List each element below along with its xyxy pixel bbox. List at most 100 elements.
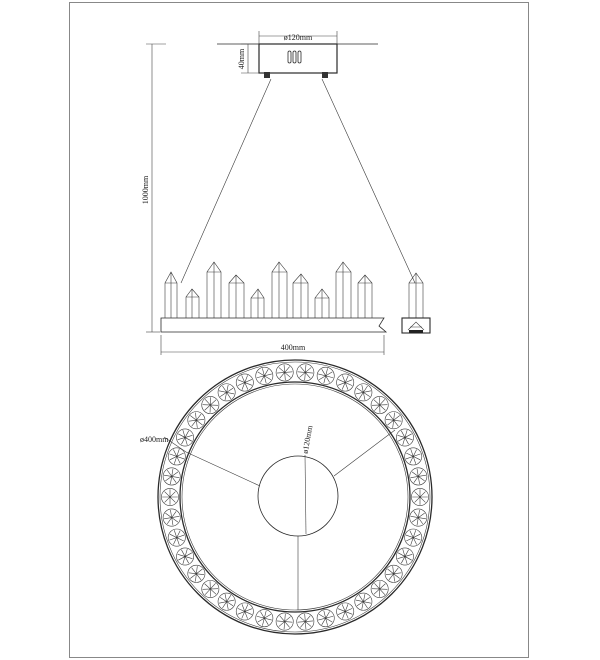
crystal-prism xyxy=(335,261,352,318)
crystal-facets xyxy=(256,610,272,626)
crystal-rosette xyxy=(187,564,206,583)
center-diameter-dimension xyxy=(304,454,307,535)
suspension-cable-left xyxy=(180,78,272,284)
crystal-facets xyxy=(276,613,293,630)
crystal-facets xyxy=(318,368,334,384)
crystal-rosette xyxy=(201,396,220,414)
crystal-facets xyxy=(397,548,413,564)
crystal-rosette xyxy=(404,447,423,466)
crystal-facets xyxy=(164,468,180,485)
side-elevation: ø120mm 40mm 1000mm xyxy=(141,31,431,355)
crystal-facets xyxy=(318,610,334,626)
crystal-ring xyxy=(161,363,429,631)
crystal-rosette xyxy=(336,373,355,392)
crystal-facets xyxy=(410,468,426,485)
crystal-facets xyxy=(218,594,235,610)
canopy-slot xyxy=(292,50,297,64)
center-canopy xyxy=(257,455,339,537)
crystal-facets xyxy=(355,594,372,610)
crystal-facets xyxy=(371,397,388,413)
support-arm xyxy=(185,451,261,487)
crystal-prism xyxy=(292,273,309,318)
ring-diameter-label: ø400mm xyxy=(140,435,169,444)
crystal-facets xyxy=(397,430,413,446)
crystal-prism xyxy=(314,288,330,318)
crystal-facets xyxy=(297,613,314,630)
crystal-facets xyxy=(188,412,205,428)
crystal-rosette xyxy=(396,428,414,447)
ring-inner-inner-edge xyxy=(181,383,409,611)
ring-outer-inner-edge xyxy=(159,361,431,633)
crystal-rosette xyxy=(316,366,335,385)
crystal-facets xyxy=(237,604,253,619)
crystal-rosette xyxy=(354,383,373,402)
crystal-facets xyxy=(177,430,193,446)
crystal-facets xyxy=(177,548,193,564)
support-arm xyxy=(333,429,396,477)
crystal-rosette xyxy=(161,488,179,506)
center-diameter-label: ø120mm xyxy=(301,424,315,454)
crystal-prism xyxy=(250,288,265,318)
crystal-facets xyxy=(162,489,178,505)
crystal-facets xyxy=(202,397,219,413)
crystal-rosette xyxy=(404,528,423,547)
crystal-rosette xyxy=(235,602,254,621)
canopy-slot xyxy=(297,50,302,64)
crystal-rosette xyxy=(296,612,315,631)
crystal-rosette xyxy=(167,528,186,547)
crystal-rosette xyxy=(384,411,403,430)
crystal-facets xyxy=(256,368,272,384)
crystal-facets xyxy=(405,448,421,464)
crystal-facets xyxy=(276,364,293,381)
crystal-rosette xyxy=(162,508,181,527)
canopy-slot xyxy=(287,50,292,64)
ceiling-canopy xyxy=(258,43,338,74)
suspension-cable-right xyxy=(321,78,416,284)
crystal-prism xyxy=(228,274,245,318)
crystal-facets xyxy=(237,375,253,390)
ring-section-detail xyxy=(401,272,431,334)
ring-diameter-leader xyxy=(163,436,187,453)
crystal-rosette xyxy=(296,363,315,382)
crystal-rosette xyxy=(235,373,254,392)
crystal-rosette xyxy=(176,547,194,566)
crystal-facets xyxy=(385,412,402,428)
crystal-facets xyxy=(169,530,185,546)
crystal-facets xyxy=(297,364,314,381)
crystal-rosette xyxy=(167,447,186,466)
ring-outer-edge xyxy=(157,359,433,635)
crystal-prism xyxy=(271,261,288,318)
crystal-rosette xyxy=(384,564,403,583)
drop-length-label: 1000mm xyxy=(141,175,150,204)
crystal-rosette xyxy=(336,602,355,621)
crystal-rosette xyxy=(217,383,236,402)
crystal-rosette xyxy=(316,609,335,628)
crystal-rosette xyxy=(354,592,373,611)
canopy-diameter-label: ø120mm xyxy=(284,33,313,42)
crystal-facets xyxy=(337,604,353,619)
crystal-rosette xyxy=(275,363,294,382)
crystal-rosette xyxy=(409,508,428,527)
crystal-prism xyxy=(185,288,200,318)
crystal-facets xyxy=(355,384,372,400)
crystal-rosette xyxy=(176,428,194,447)
led-module xyxy=(407,321,425,331)
crystal-facets xyxy=(412,489,428,505)
crystal-rosette xyxy=(255,366,274,385)
crystal-rosette xyxy=(370,396,389,414)
crystal-facets xyxy=(405,530,421,546)
crystal-rosette xyxy=(162,467,181,486)
crystal-rosette xyxy=(255,609,274,628)
crystal-facets xyxy=(337,375,353,390)
ring-base xyxy=(160,317,388,333)
crystal-rosette xyxy=(187,411,206,430)
canopy-height-label: 40mm xyxy=(237,48,246,69)
crystal-rosette xyxy=(201,580,220,598)
ring-width-label: 400mm xyxy=(281,343,306,352)
crystal-prism xyxy=(164,271,178,318)
crystal-facets xyxy=(164,509,180,526)
crystal-facets xyxy=(385,566,402,582)
crystal-prism xyxy=(206,261,222,318)
ring-inner-edge xyxy=(179,381,411,613)
